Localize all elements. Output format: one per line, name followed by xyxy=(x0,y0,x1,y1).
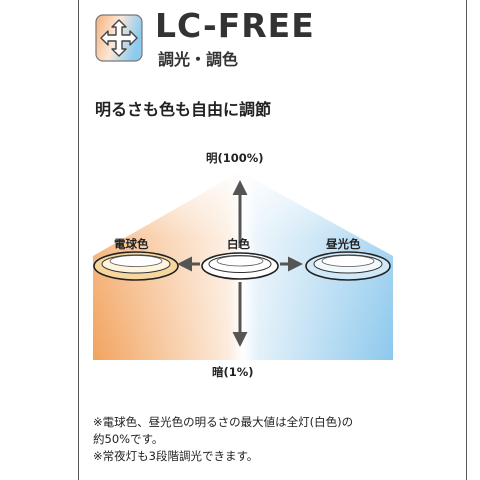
darkest-label: 暗(1%) xyxy=(212,365,254,379)
page-frame xyxy=(78,0,467,480)
warm-color-label: 電球色 xyxy=(114,237,149,251)
dimming-color-control-icon xyxy=(95,14,143,62)
white-light-fixture xyxy=(201,252,279,280)
headline: 明るさも色も自由に調節 xyxy=(95,100,272,119)
warm-light-fixture xyxy=(93,251,179,281)
footnote-line: ※常夜灯も3段階調光できます。 xyxy=(93,449,259,463)
daylight-color-label: 昼光色 xyxy=(326,237,361,251)
white-color-label: 白色 xyxy=(227,237,250,251)
footnote-line: ※電球色、昼光色の明るさの最大値は全灯(白色)の xyxy=(93,415,354,429)
footnotes: ※電球色、昼光色の明るさの最大値は全灯(白色)の 約50%です。 ※常夜灯も3段… xyxy=(93,414,353,465)
brightest-label: 明(100%) xyxy=(206,151,264,165)
daylight-fixture xyxy=(305,251,391,281)
brand-title: LC-FREE xyxy=(155,6,315,45)
brand-subtitle: 調光・調色 xyxy=(158,50,239,69)
footnote-line: 約50%です。 xyxy=(93,432,164,446)
